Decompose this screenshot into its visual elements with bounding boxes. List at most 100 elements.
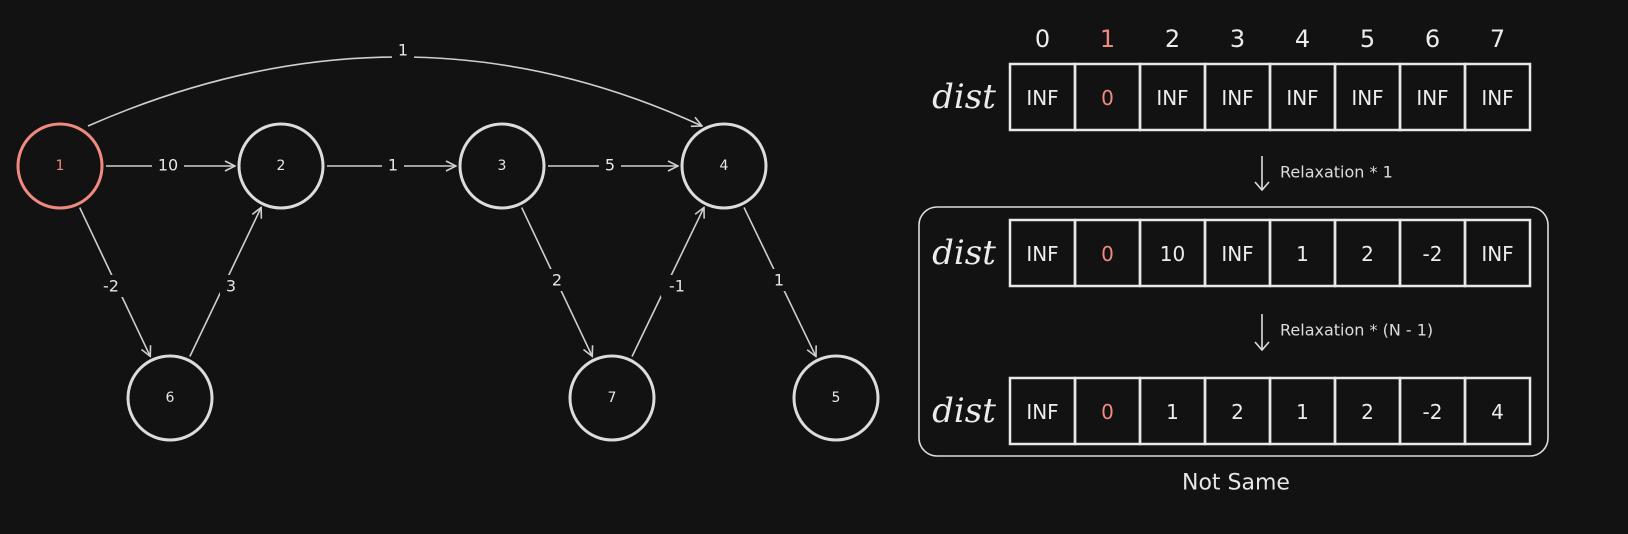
dist-label: dist xyxy=(932,77,996,117)
edge-line xyxy=(87,56,702,126)
index-label: 1 xyxy=(1100,25,1115,53)
dist-cell-value: -2 xyxy=(1423,400,1443,424)
edge-label-bg xyxy=(546,269,568,291)
dist-cell-value: INF xyxy=(1026,400,1058,424)
dist-cell-value: 0 xyxy=(1101,400,1114,424)
graph-edges: 1 10 1 5 -2 3 2 -1 1 xyxy=(78,39,816,357)
dist-row-after-n-minus-1-relaxations: dist INF 0 1 2 1 2 -2 4 xyxy=(932,376,1532,446)
node-7: 7 xyxy=(568,354,656,442)
node-label: 1 xyxy=(56,158,65,174)
comparison-box xyxy=(918,206,1549,457)
dist-cell xyxy=(1463,62,1532,132)
edge-weight-label: 10 xyxy=(158,156,178,175)
edge-label-bg xyxy=(220,275,242,297)
dist-label: dist xyxy=(932,391,996,431)
node-4: 4 xyxy=(680,122,768,210)
edge-label-bg xyxy=(382,154,404,176)
dist-cell-value: INF xyxy=(1026,86,1058,110)
edge-4-5: 1 xyxy=(743,207,816,356)
dist-cell-value: 4 xyxy=(1491,400,1504,424)
dist-cell-value: INF xyxy=(1481,86,1513,110)
node-circle xyxy=(237,122,325,210)
edge-1-2: 10 xyxy=(106,154,235,176)
dist-cell-value: 2 xyxy=(1361,400,1374,424)
dist-cell-value: 10 xyxy=(1160,242,1185,266)
dist-cell-value: -2 xyxy=(1423,242,1443,266)
edge-weight-label: 2 xyxy=(552,271,562,290)
dist-cell-value: 1 xyxy=(1296,242,1309,266)
edge-label-bg xyxy=(599,154,621,176)
index-label: 6 xyxy=(1425,25,1440,53)
index-label: 3 xyxy=(1230,25,1245,53)
not-same-note: Not Same xyxy=(1182,471,1290,496)
node-label: 5 xyxy=(832,390,841,406)
node-2: 2 xyxy=(237,122,325,210)
edge-3-7: 2 xyxy=(520,207,593,357)
node-circle xyxy=(792,354,880,442)
arrowhead-icon xyxy=(1254,341,1270,352)
index-label: 0 xyxy=(1035,25,1050,53)
edge-label-bg xyxy=(392,39,414,61)
node-circle xyxy=(680,122,768,210)
node-circle xyxy=(568,354,656,442)
graph-nodes: 1 2 3 4 5 6 7 xyxy=(16,122,880,442)
edge-weight-label: 1 xyxy=(388,156,398,175)
index-label: 4 xyxy=(1295,25,1310,53)
edge-label-bg xyxy=(768,269,790,291)
dist-cell-value: INF xyxy=(1156,86,1188,110)
dist-cell-value: INF xyxy=(1481,242,1513,266)
relaxation-step-2: Relaxation * (N - 1) xyxy=(1254,314,1433,352)
dist-cell-value: 2 xyxy=(1361,242,1374,266)
edge-3-4: 5 xyxy=(548,154,678,176)
dist-cell-value: INF xyxy=(1351,86,1383,110)
dist-cell xyxy=(1463,218,1532,288)
edge-weight-label: -1 xyxy=(669,277,685,296)
node-label: 2 xyxy=(277,158,286,174)
edge-weight-label: 1 xyxy=(774,271,784,290)
index-label: 7 xyxy=(1490,25,1505,53)
edge-label-bg xyxy=(661,275,693,297)
node-circle xyxy=(126,354,214,442)
relaxation-label: Relaxation * (N - 1) xyxy=(1280,321,1433,340)
dist-label: dist xyxy=(932,233,996,273)
edge-weight-label: 3 xyxy=(226,277,236,296)
index-label: 2 xyxy=(1165,25,1180,53)
node-1: 1 xyxy=(16,122,104,210)
relaxation-label: Relaxation * 1 xyxy=(1280,163,1393,182)
index-header: 0 1 2 3 4 5 6 7 xyxy=(1035,25,1505,53)
node-6: 6 xyxy=(126,354,214,442)
node-circle xyxy=(458,122,546,210)
dist-row-initial: dist INF 0 INF INF INF INF INF INF xyxy=(932,62,1532,132)
dist-cell-value: 2 xyxy=(1231,400,1244,424)
dist-cell-value: 0 xyxy=(1101,86,1114,110)
dist-cell-value: 0 xyxy=(1101,242,1114,266)
dist-cell-value: INF xyxy=(1221,242,1253,266)
edge-2-3: 1 xyxy=(327,154,456,176)
dist-cell-value: 1 xyxy=(1296,400,1309,424)
edge-6-2: 3 xyxy=(189,207,261,357)
dist-cell-value: INF xyxy=(1416,86,1448,110)
relaxation-step-1: Relaxation * 1 xyxy=(1254,156,1393,192)
index-label: 5 xyxy=(1360,25,1375,53)
dist-row-after-one-relaxation: dist INF 0 10 INF 1 2 -2 INF xyxy=(932,218,1532,288)
node-circle xyxy=(16,122,104,210)
dist-cell-value: INF xyxy=(1026,242,1058,266)
node-3: 3 xyxy=(458,122,546,210)
edge-1-6: -2 xyxy=(78,207,151,357)
node-5: 5 xyxy=(792,354,880,442)
node-label: 4 xyxy=(720,158,729,174)
node-label: 3 xyxy=(498,158,507,174)
node-label: 7 xyxy=(608,390,617,406)
dist-cell-value: INF xyxy=(1286,86,1318,110)
dist-cell-value: INF xyxy=(1221,86,1253,110)
node-label: 6 xyxy=(166,390,175,406)
dist-cell xyxy=(1463,376,1532,446)
edge-weight-label: 5 xyxy=(605,156,615,175)
edge-label-bg xyxy=(152,154,184,176)
edge-label-bg xyxy=(95,275,127,297)
edge-weight-label: 1 xyxy=(398,41,408,60)
edge-weight-label: -2 xyxy=(103,277,119,296)
dist-cell-value: 1 xyxy=(1166,400,1179,424)
